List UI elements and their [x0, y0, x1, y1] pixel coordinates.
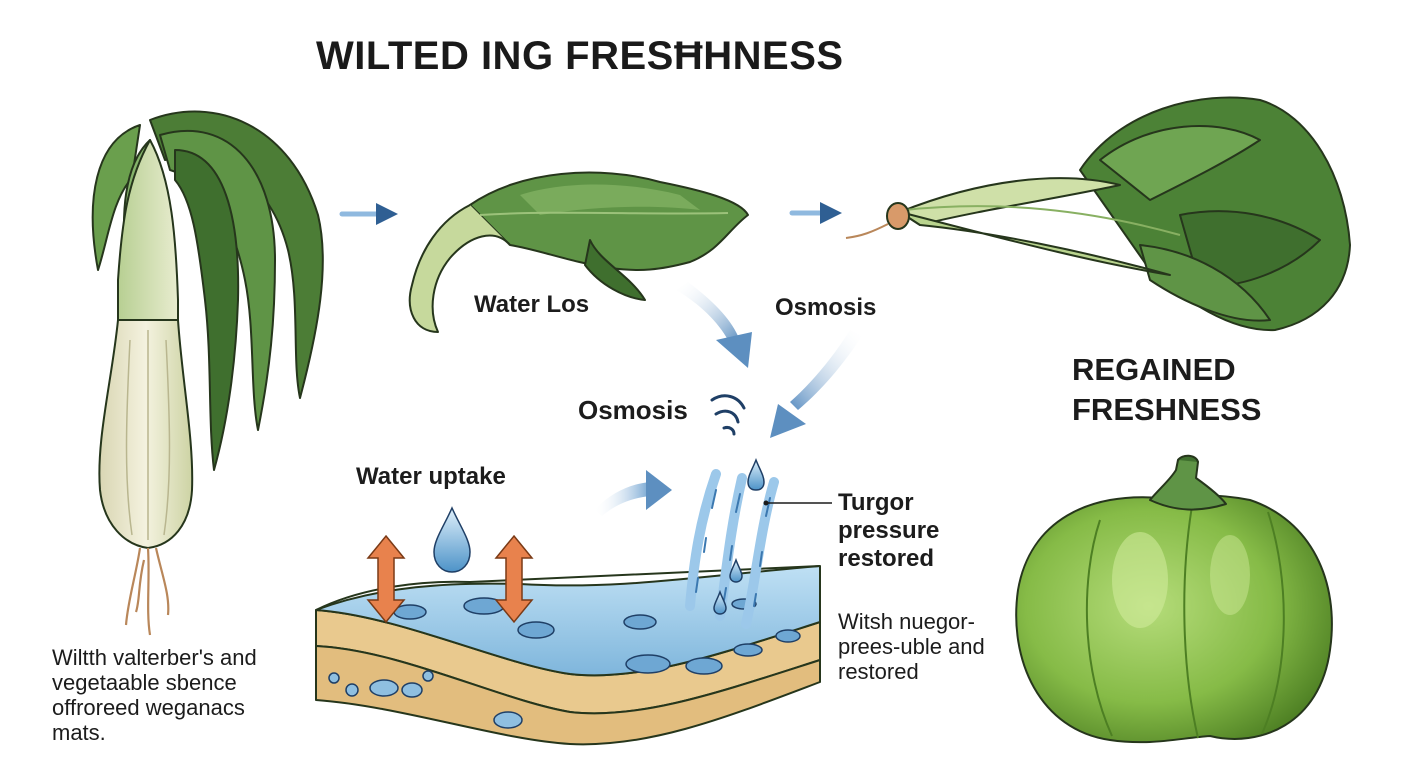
orange-double-arrow-left: [366, 534, 406, 624]
caption-right-line-2: prees-uble and: [838, 634, 985, 659]
regained-line-1: REGAINED: [1072, 352, 1236, 387]
label-osmosis-top: Osmosis: [775, 294, 877, 321]
orange-double-arrow-right: [494, 534, 534, 624]
caption-left-line-2: vegetaable sbence: [52, 670, 237, 695]
label-water-loss: Water Los: [474, 291, 590, 318]
osmosis-arrow-right: [770, 330, 862, 438]
label-turgor-pressure-restored: Turgor pressure restored: [838, 489, 939, 573]
water-bubbles: [393, 597, 801, 675]
caption-left-line-4: mats.: [52, 720, 106, 745]
osmosis-swirl-icon: [710, 394, 746, 436]
caption-right-line-3: restored: [838, 659, 919, 684]
uptake-arrow: [594, 470, 672, 516]
caption-left-line-1: Wiltth valterber's and: [52, 645, 257, 670]
soil-pores: [328, 670, 523, 729]
label-osmosis-middle: Osmosis: [578, 395, 688, 425]
green-pepper-illustration: [1015, 454, 1333, 744]
turgor-line-1: Turgor: [838, 489, 914, 516]
label-water-uptake: Water uptake: [356, 463, 506, 490]
turgor-line-2: pressure: [838, 517, 940, 544]
caption-right-line-1: Witsh nuegor-: [838, 609, 975, 634]
caption-left: Wiltth valterber's and vegetaable sbence…: [52, 645, 257, 745]
osmosis-arrow-left: [676, 282, 752, 368]
fresh-greens-illustration: [845, 96, 1351, 332]
turgor-line-3: restored: [838, 545, 935, 572]
wilted-leek-illustration: [91, 110, 324, 636]
process-arrow-1: [339, 203, 398, 225]
diagram-title: WILTED ING FRESĦHNESS: [316, 34, 844, 78]
caption-right: Witsh nuegor- prees-uble and restored: [838, 609, 985, 684]
label-regained-freshness: REGAINED FRESHNESS: [1072, 350, 1261, 430]
drooping-leaf-illustration: [408, 171, 749, 333]
caption-left-line-3: offroreed weganacs: [52, 695, 245, 720]
process-arrow-2: [789, 202, 842, 224]
water-drop-icons: [433, 457, 765, 615]
regained-line-2: FRESHNESS: [1072, 392, 1262, 427]
